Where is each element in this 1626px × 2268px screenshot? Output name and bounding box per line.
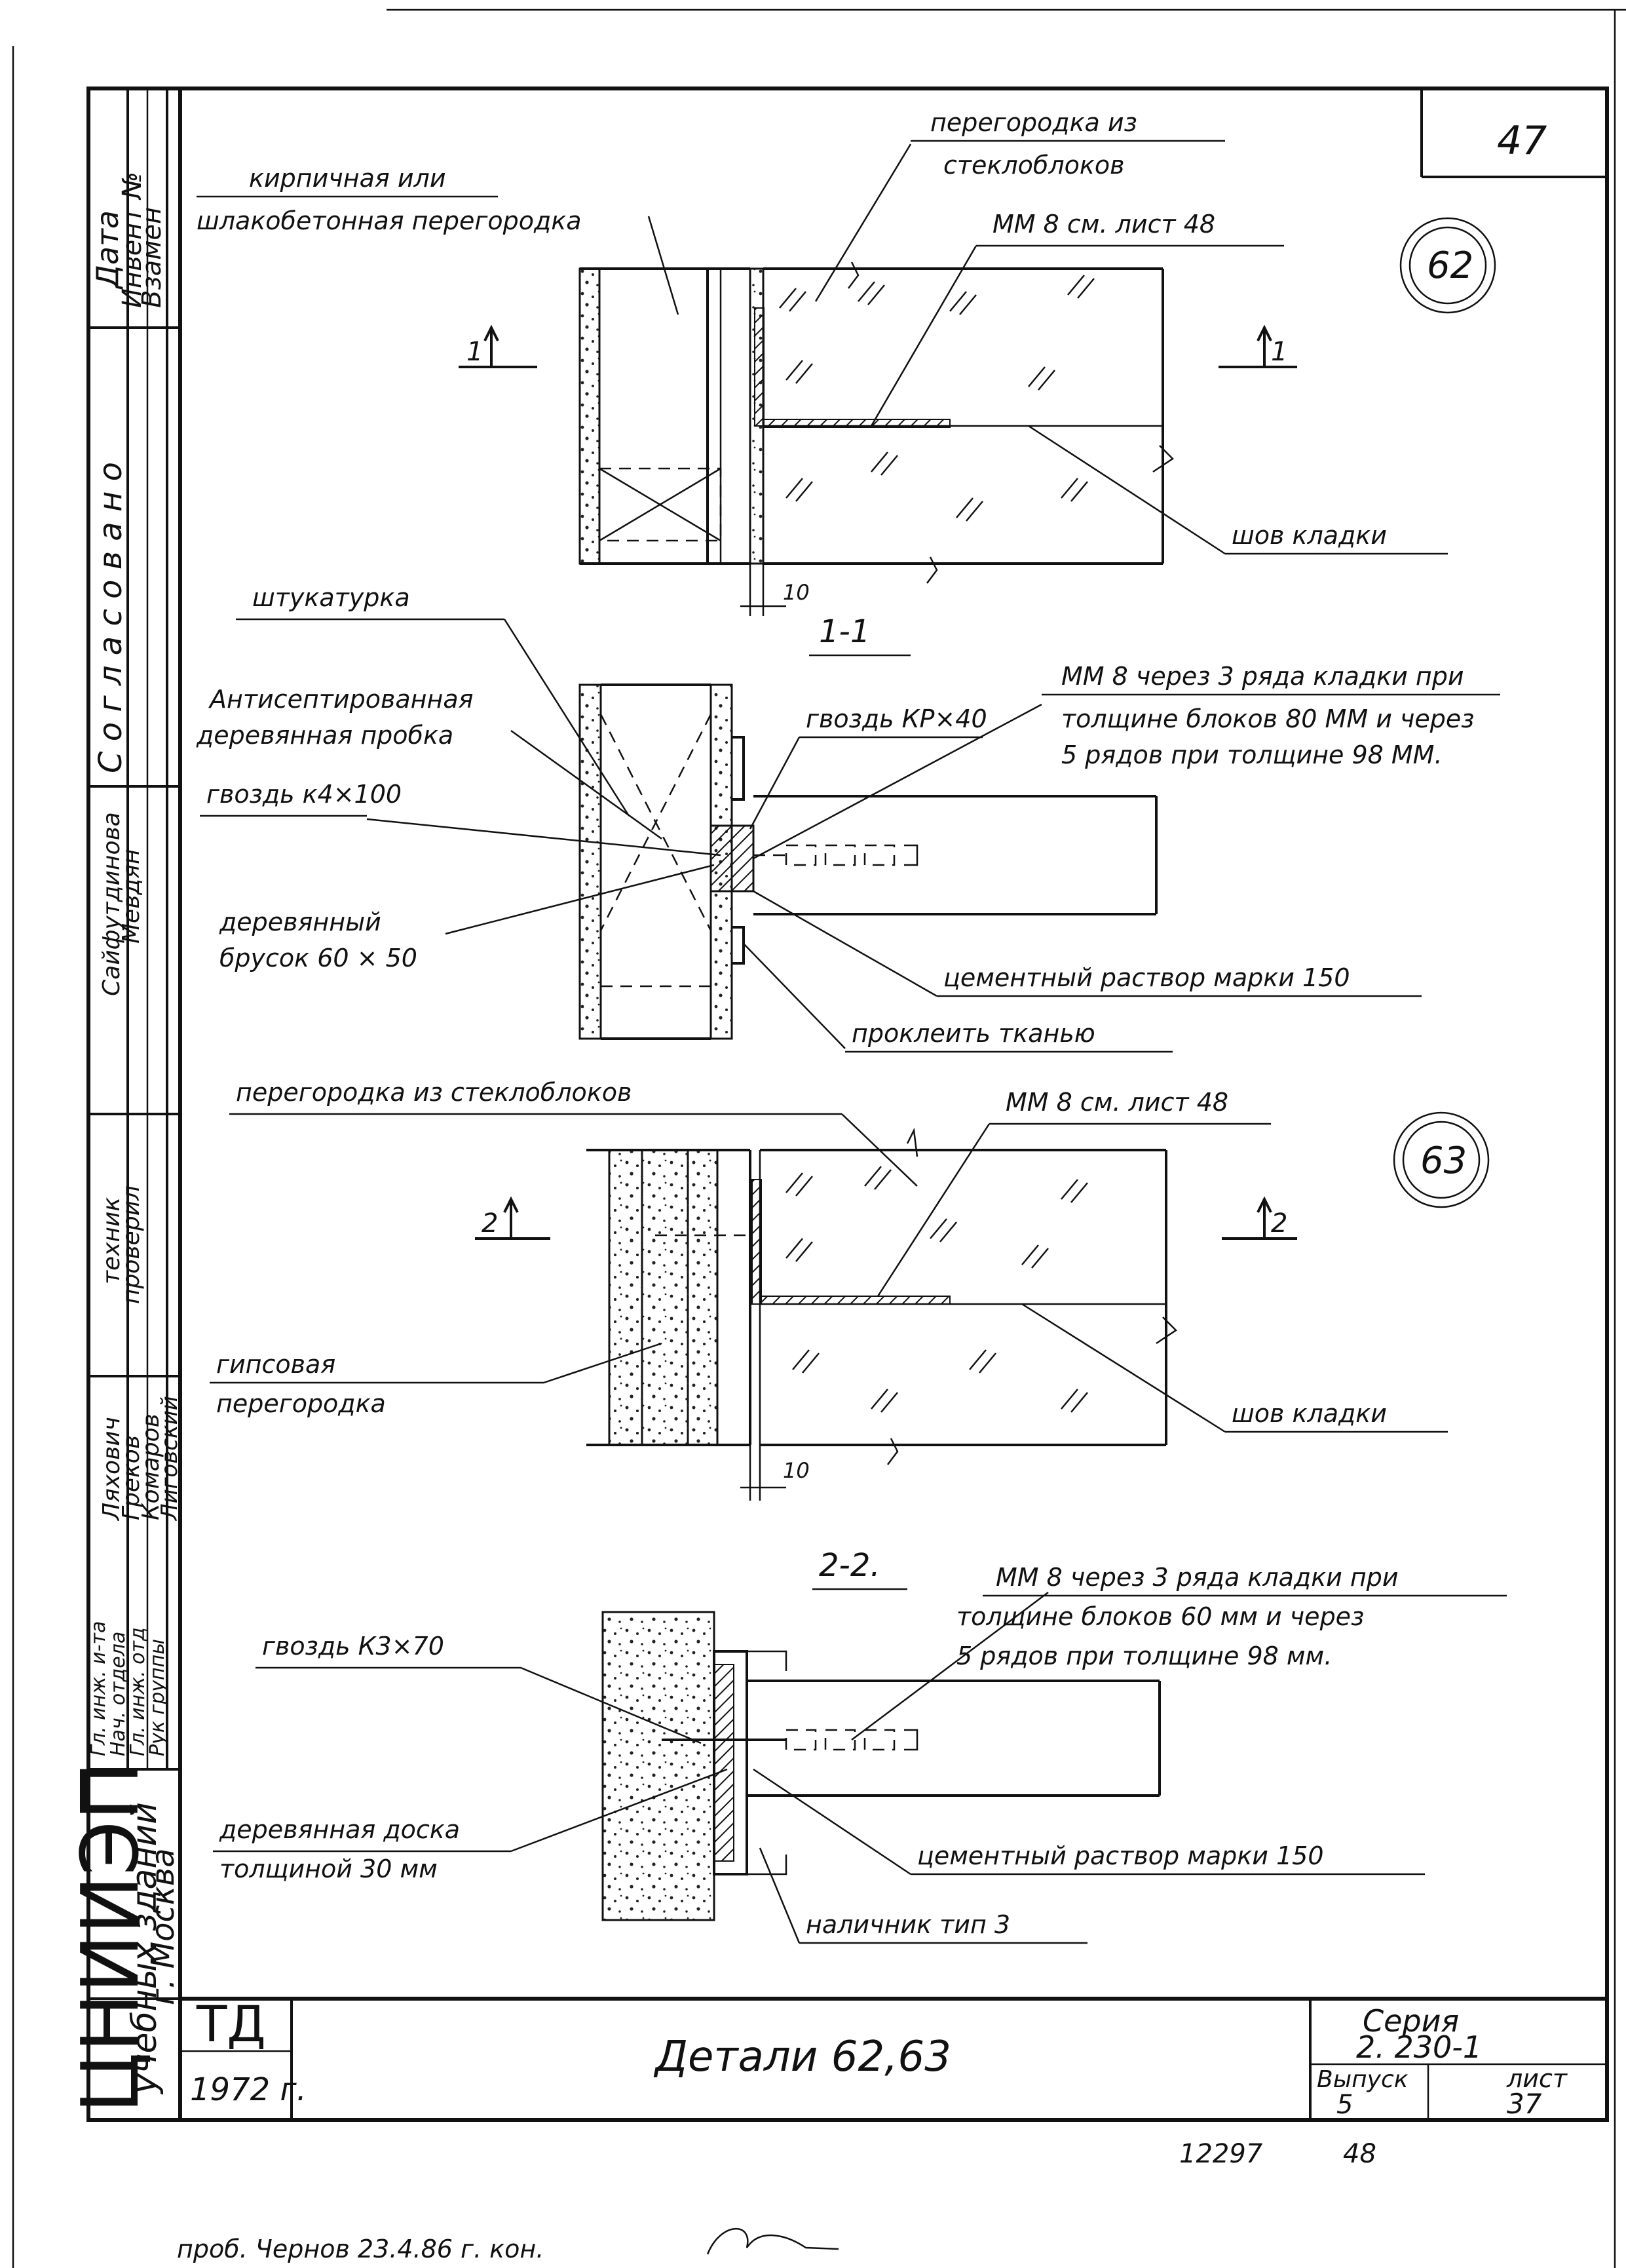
stamp-instead: Взамен bbox=[137, 207, 167, 308]
d62-section-mark-right: 1 bbox=[1271, 337, 1287, 367]
d62-label-brick: кирпичная или bbox=[249, 164, 446, 193]
d63-label-glass: перегородка из стеклоблоков bbox=[236, 1078, 632, 1107]
d63-section-mark-right: 2 bbox=[1271, 1208, 1287, 1239]
main-frame bbox=[86, 86, 1609, 2122]
s11-plug-1: Антисептированная bbox=[208, 685, 474, 714]
stamp-role-group-lead: Рук группы bbox=[146, 1639, 169, 1756]
footer-number: 12297 bbox=[1179, 2139, 1263, 2169]
org-logo: ЦНИИЭП bbox=[66, 1761, 157, 2113]
title-series-label: Серия bbox=[1363, 2003, 1459, 2039]
stamp-role-checked: проверил bbox=[118, 1185, 145, 1304]
s11-bar-2: брусок 60 × 50 bbox=[219, 944, 417, 972]
title-issue-label: Выпуск bbox=[1317, 2066, 1409, 2093]
s11-bar-1: деревянный bbox=[219, 908, 381, 936]
s11-glue: проклеить тканью bbox=[852, 1019, 1095, 1048]
stamp-name-6: Лиговский bbox=[157, 1396, 183, 1522]
s11-nail-2: гвоздь КР×40 bbox=[806, 704, 987, 733]
s11-nail-1: гвоздь к4×100 bbox=[206, 780, 402, 809]
d62-label-joint: шов кладки bbox=[1232, 521, 1387, 550]
s22-board-2: толщиной 30 мм bbox=[219, 1855, 438, 1883]
title-year: 1972 г. bbox=[190, 2071, 307, 2108]
title-issue-value: 5 bbox=[1336, 2090, 1353, 2120]
title-sheet-value: 37 bbox=[1507, 2088, 1542, 2120]
d62-label-mm8: ММ 8 см. лист 48 bbox=[993, 210, 1215, 239]
footer-sheet-ref: 48 bbox=[1343, 2139, 1376, 2169]
stamp-name-4: Греков bbox=[118, 1435, 145, 1520]
footer-signature bbox=[706, 2227, 839, 2255]
s11-plaster: штукатурка bbox=[252, 583, 410, 612]
stamp-date: Дата bbox=[90, 210, 125, 290]
stamp-role-head-dept: Нач. отдела bbox=[107, 1632, 130, 1756]
s22-mm-note-3: 5 рядов при толщине 98 мм. bbox=[956, 1642, 1332, 1670]
s22-mm-note-2: толщине блоков 60 мм и через bbox=[956, 1602, 1364, 1631]
d62-label-brick-2: шлакобетонная перегородка bbox=[197, 206, 581, 235]
s11-plug-2: деревянная пробка bbox=[196, 721, 453, 750]
stamp-role-chief-engineer: Гл. инж. и-та bbox=[87, 1621, 110, 1756]
stamp-inv-no: Инвент № bbox=[117, 172, 147, 308]
d63-label-joint: шов кладки bbox=[1232, 1399, 1387, 1428]
section-1-1-title: 1-1 bbox=[819, 613, 870, 650]
s11-mm-note-3: 5 рядов при толщине 98 ММ. bbox=[1061, 740, 1443, 769]
d63-label-mm8: ММ 8 см. лист 48 bbox=[1006, 1088, 1228, 1117]
s22-trim: наличник тип 3 bbox=[806, 1910, 1010, 1939]
title-series-value: 2. 230-1 bbox=[1356, 2029, 1482, 2065]
title-sheet-label: лист bbox=[1506, 2064, 1568, 2093]
d63-label-gypsum-1: гипсовая bbox=[216, 1350, 335, 1379]
d63-section-mark-left: 2 bbox=[482, 1208, 498, 1239]
stamp-column bbox=[88, 88, 292, 2120]
detail-62-marker: 62 bbox=[1399, 217, 1496, 314]
title-main: Детали 62,63 bbox=[653, 2033, 951, 2081]
org-line-2: г. Москва bbox=[145, 1848, 181, 2005]
d62-label-glass: перегородка из bbox=[930, 108, 1137, 137]
stamp-role-chief-eng-dept: Гл. инж. отд bbox=[126, 1627, 149, 1756]
stamp-role-technician: техник bbox=[98, 1197, 125, 1284]
d62-section-mark-left: 1 bbox=[466, 337, 483, 367]
title-block bbox=[180, 1997, 1607, 2120]
s22-board-1: деревянная доска bbox=[219, 1815, 460, 1844]
detail-63-marker: 63 bbox=[1393, 1111, 1490, 1208]
stamp-agreed: С о г л а с о в а н о bbox=[92, 462, 129, 773]
detail-63-number: 63 bbox=[1420, 1140, 1467, 1182]
page-number: 47 bbox=[1497, 118, 1547, 164]
s22-nail: гвоздь К3×70 bbox=[262, 1632, 444, 1661]
section-1-1-drawing bbox=[366, 619, 1158, 1049]
detail-62-number: 62 bbox=[1427, 244, 1473, 287]
stamp-name-1: Сайфутдинова bbox=[98, 812, 125, 996]
d62-label-glass-2: стеклоблоков bbox=[943, 151, 1124, 180]
detail-62-drawing bbox=[459, 144, 1297, 616]
footer-note: проб. Чернов 23.4.86 г. кон. bbox=[177, 2235, 544, 2263]
s11-mm-note-1: ММ 8 через 3 ряда кладки при bbox=[1061, 662, 1464, 691]
s22-mm-note-1: ММ 8 через 3 ряда кладки при bbox=[996, 1563, 1399, 1592]
stamp-name-5: Комаров bbox=[138, 1413, 164, 1520]
d63-dim-10: 10 bbox=[783, 1458, 810, 1483]
stamp-name-3: Ляхович bbox=[98, 1417, 125, 1522]
detail-63-drawing bbox=[475, 1113, 1297, 1501]
page-number-box bbox=[1420, 88, 1607, 178]
d62-dim-10: 10 bbox=[783, 580, 810, 605]
section-2-2-title: 2-2. bbox=[819, 1547, 880, 1584]
org-line-1: учебных зданий bbox=[125, 1802, 164, 2095]
stamp-name-2: Мевдян bbox=[118, 849, 145, 944]
d63-label-gypsum-2: перегородка bbox=[216, 1389, 386, 1418]
section-2-2-drawing bbox=[510, 1592, 1161, 1944]
s11-mm-note-2: толщине блоков 80 ММ и через bbox=[1061, 704, 1475, 733]
title-td: ТД bbox=[196, 1995, 266, 2053]
s22-mortar: цементный раствор марки 150 bbox=[917, 1841, 1324, 1870]
s11-mortar: цементный раствор марки 150 bbox=[943, 963, 1350, 992]
